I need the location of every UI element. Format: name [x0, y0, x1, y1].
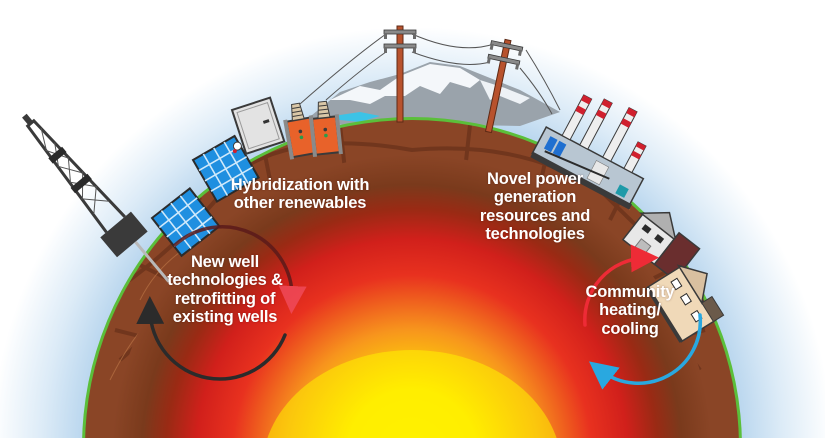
electrical-box: [230, 96, 286, 156]
drilling-rig: [22, 113, 170, 283]
label-line: New well: [190, 253, 260, 271]
label-hybridization: Hybridization with other renewables: [224, 176, 376, 213]
label-new-wells: New well technologies & retrofitting of …: [152, 253, 298, 327]
smokestack: [561, 94, 593, 141]
label-novel-power: Novel power generation resources and tec…: [468, 170, 602, 244]
solar-panel: [191, 134, 260, 203]
smokestack: [579, 98, 613, 150]
power-lines: [299, 33, 561, 115]
label-line: Community: [585, 283, 675, 301]
smokestack: [602, 106, 638, 163]
label-community-heating: Community heating/ cooling: [580, 283, 680, 338]
label-line: heating/: [599, 301, 661, 320]
label-line: cooling: [601, 319, 659, 338]
label-line: Hybridization with: [230, 176, 370, 194]
utility-pole: [383, 25, 417, 123]
label-line: other renewables: [233, 194, 367, 213]
community-cycle-arrows: [583, 244, 703, 390]
utility-pole: [484, 38, 524, 134]
transformer: [308, 100, 343, 157]
label-line: technologies: [485, 225, 585, 244]
label-line: technologies &: [167, 271, 283, 290]
label-line: existing wells: [172, 308, 278, 327]
house: [645, 264, 725, 343]
solar-panel: [150, 187, 221, 258]
label-line: resources and: [479, 206, 591, 225]
smokestack: [623, 141, 647, 174]
earth-globe: [82, 117, 742, 442]
label-line: Novel power: [487, 170, 583, 188]
power-plant: [530, 94, 647, 210]
hot-core: [112, 155, 712, 442]
label-line: generation: [493, 188, 577, 207]
label-line: retrofitting of: [174, 289, 276, 308]
wells-cycle-arrows: [136, 225, 307, 381]
